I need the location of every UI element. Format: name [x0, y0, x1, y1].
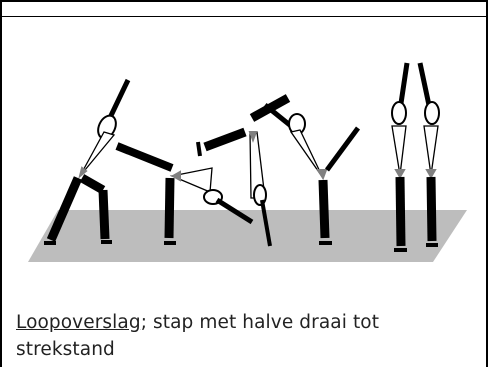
figure-caption: Loopoverslag; stap met halve draai tot s… [16, 309, 476, 363]
exercise-term: Loopoverslag [16, 312, 141, 333]
gymnastics-sequence-illustration [0, 0, 488, 300]
